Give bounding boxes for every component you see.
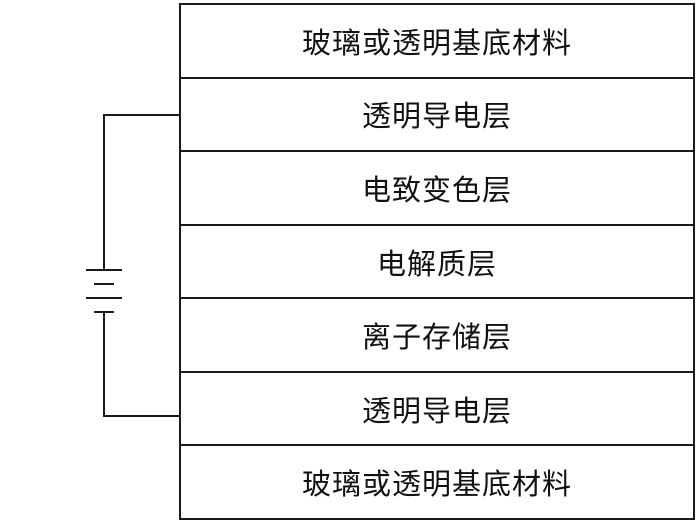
layer-bottom-conductive: 透明导电层 xyxy=(181,373,693,447)
layer-bottom-substrate: 玻璃或透明基底材料 xyxy=(301,467,572,502)
wire-bottom xyxy=(103,311,180,417)
layer-stack: 玻璃或透明基底材料 透明导电层 电致变色层 电解质层 离子存储层 透明导电层 玻… xyxy=(179,3,695,520)
layer-electrolyte: 电解质层 xyxy=(181,226,693,300)
layer-top-substrate: 玻璃或透明基底材料 xyxy=(181,5,693,79)
wire-top xyxy=(103,114,180,271)
layer-electrochromic: 电致变色层 xyxy=(181,152,693,226)
layer-top-conductive: 透明导电层 xyxy=(181,79,693,153)
battery-icon xyxy=(86,269,122,313)
layer-ion-storage: 离子存储层 xyxy=(181,299,693,373)
